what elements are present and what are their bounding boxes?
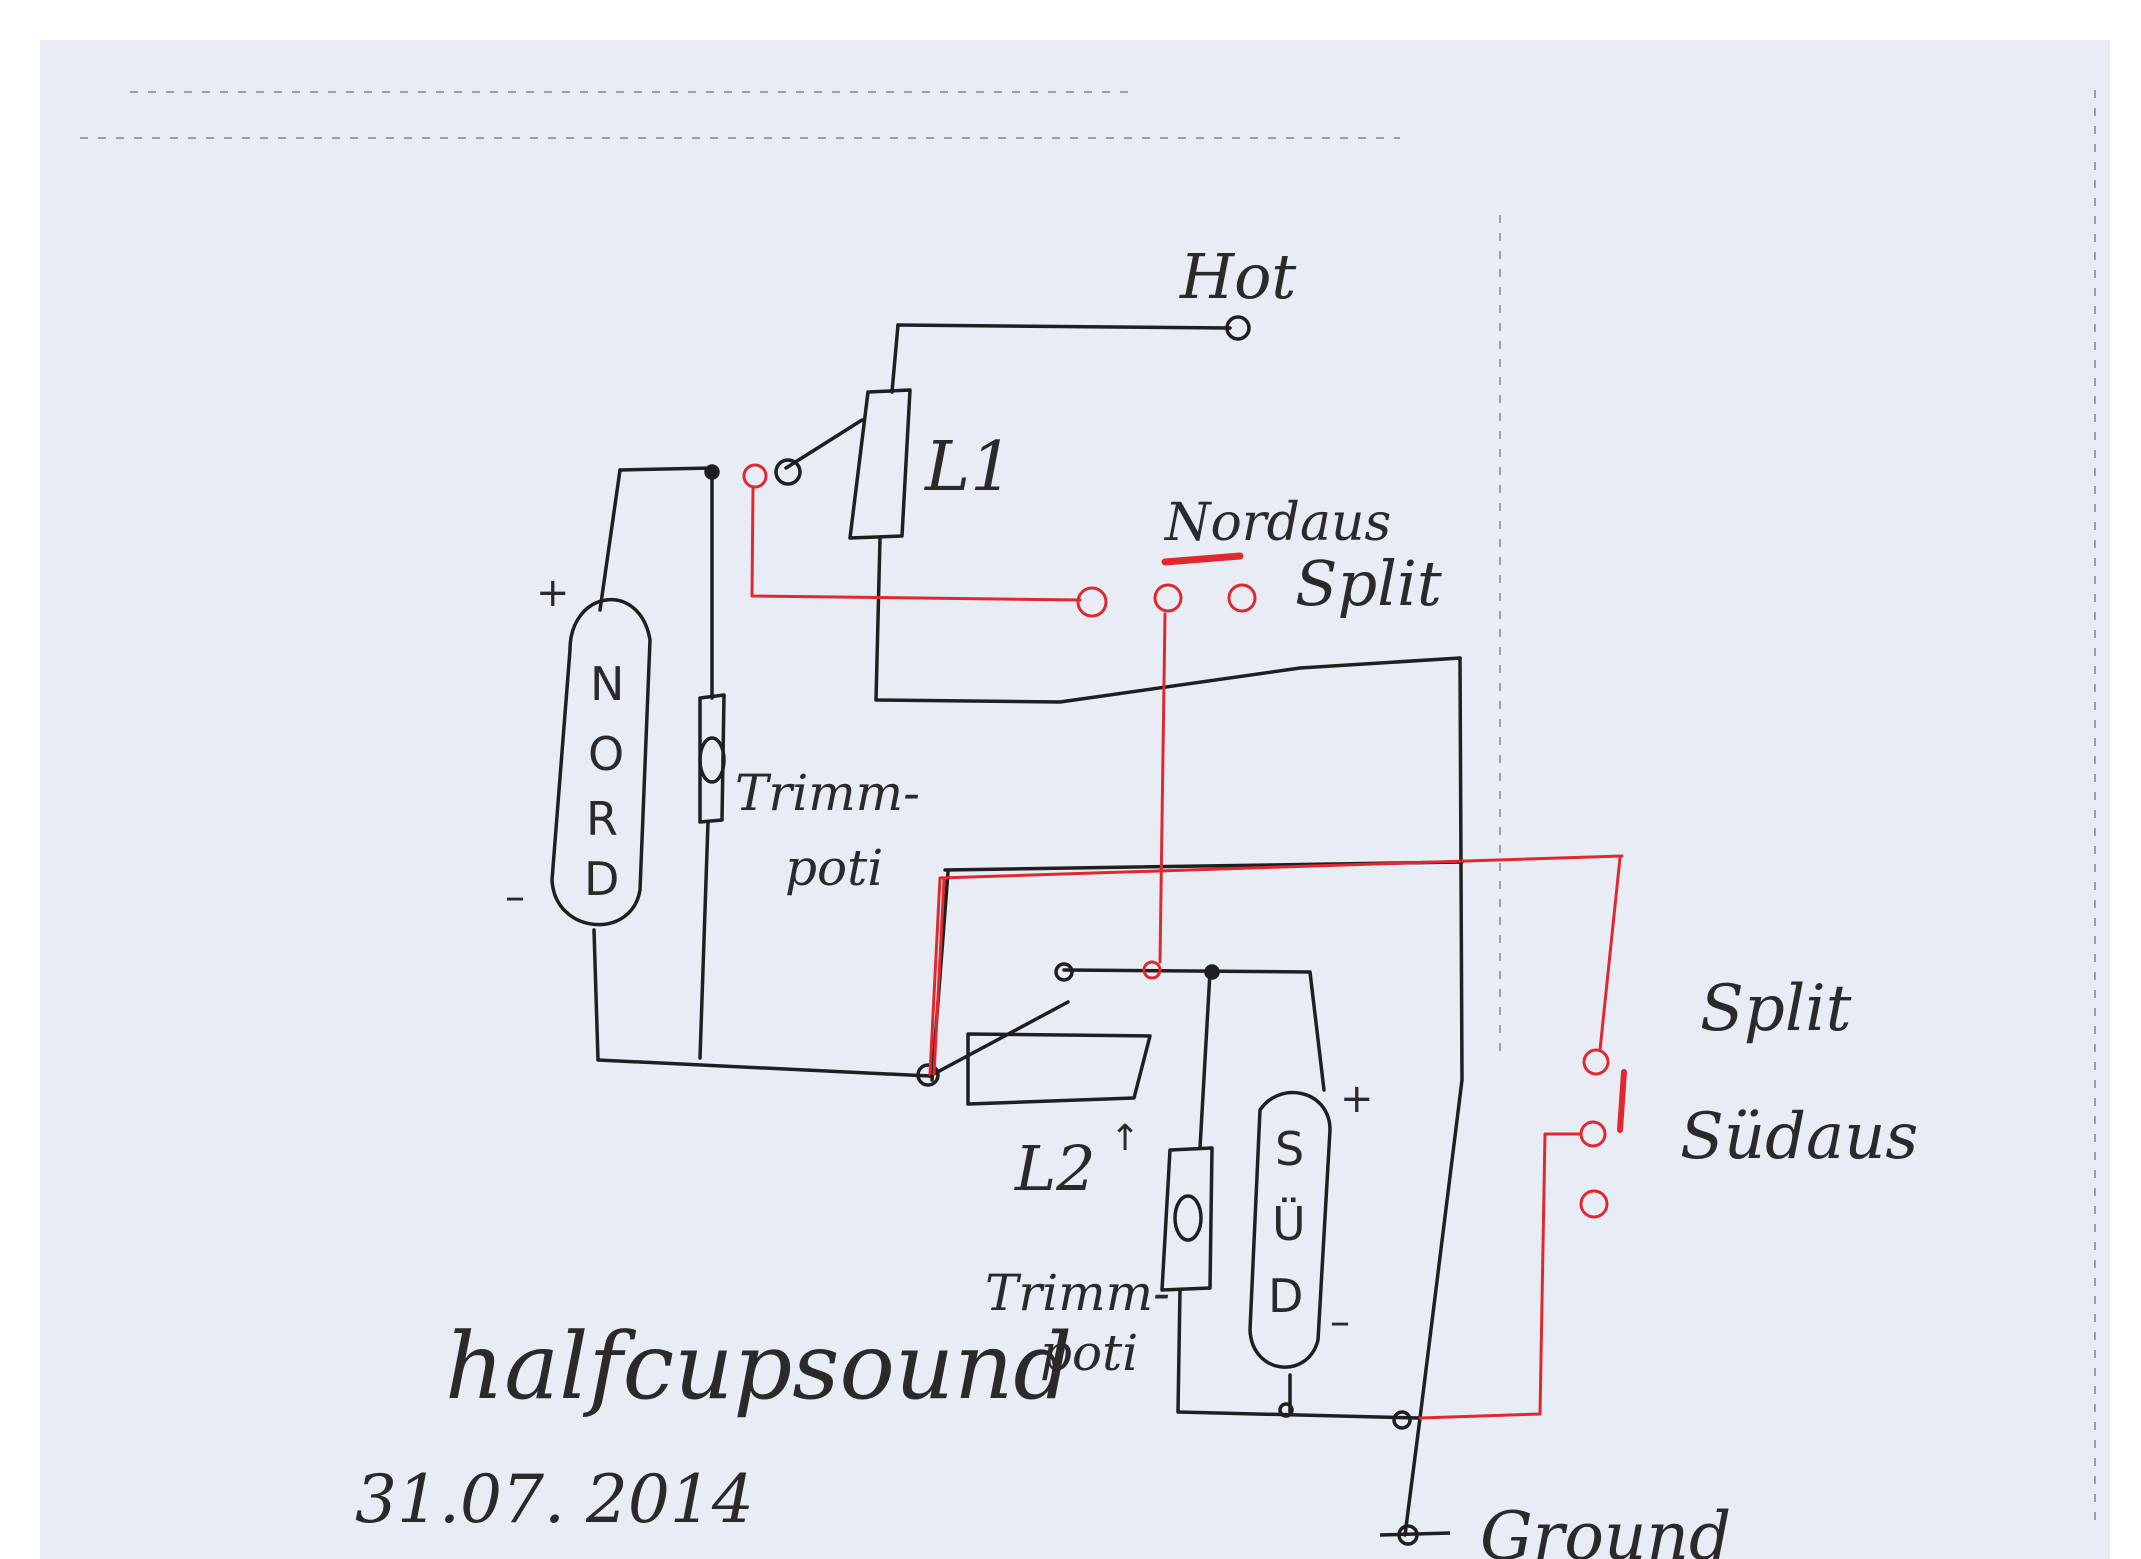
sud-letter-d: D (1268, 1269, 1303, 1323)
nord-ground-wire (592, 928, 932, 1078)
trimm-pot-2 (1160, 1146, 1214, 1292)
black-wires (550, 323, 1464, 1537)
scan-artifacts (80, 90, 2096, 1530)
trimm-pot-1 (698, 693, 726, 824)
paper-sheet (40, 40, 2110, 1559)
red-top-bus (938, 854, 1624, 880)
nordaus-switch-pin-2 (1153, 583, 1183, 613)
nord-plus: + (536, 570, 570, 616)
red-wire-nordaus (750, 486, 1082, 602)
label-l2: L2 (1014, 1132, 1096, 1205)
label-nordaus: Nordaus (1163, 493, 1391, 553)
black-terminals (704, 315, 1451, 1546)
red-wire-center (1158, 612, 1167, 964)
sud-pickup-outline (1248, 1090, 1332, 1369)
nord-minus: – (505, 874, 525, 920)
nordaus-switch-pin-3 (1227, 583, 1257, 613)
label-sudaus: Südaus (1680, 1100, 1918, 1174)
nord-letter-d: D (584, 852, 619, 906)
sud-minus: – (1330, 1299, 1350, 1345)
sud-switch-pin-3 (1579, 1189, 1609, 1219)
nord-letter-o: O (588, 727, 624, 781)
sud-letter-u: Ü (1272, 1197, 1306, 1251)
l2-arrow: ↑ (1110, 1118, 1140, 1159)
top-left-rail (618, 466, 714, 472)
nord-pickup-outline (550, 598, 652, 927)
diagram-title: halfcupsound (445, 1313, 1072, 1420)
l1-return-wire (874, 536, 1462, 704)
hot-wire (896, 323, 1232, 330)
sud-letter-s: S (1275, 1122, 1304, 1176)
label-hot: Hot (1179, 240, 1296, 313)
red-wire-split-sud (1598, 856, 1622, 1052)
label-trimm-2: Trimm- (985, 1264, 1170, 1322)
red-wires (742, 463, 1627, 1420)
ground-bus (1403, 656, 1464, 1537)
diagram-date: 31.07. 2014 (355, 1461, 754, 1538)
label-split-nord: Split (1295, 547, 1442, 620)
coil-l1 (848, 388, 912, 540)
red-wire-ground (1418, 1132, 1583, 1420)
sud-switch-pin-1 (1582, 1048, 1610, 1076)
nord-letter-r: R (586, 792, 618, 846)
hot-terminal (1225, 315, 1251, 341)
label-trimm-1: Trimm- (735, 764, 920, 822)
label-poti-1: poti (785, 839, 883, 897)
switch-lever-2 (928, 1000, 1070, 1078)
nordaus-switch-pin-1 (1076, 586, 1108, 618)
label-poti-2: poti (1040, 1324, 1138, 1382)
nordaus-switch-lever (1161, 552, 1244, 566)
switch-lever-1 (784, 418, 864, 470)
sud-plus: + (1340, 1076, 1374, 1122)
bottom-ground-rail (1176, 1288, 1420, 1420)
sud-top-wire (1062, 968, 1326, 1092)
label-ground: Ground (1480, 1498, 1731, 1559)
label-split-sud: Split (1700, 972, 1852, 1046)
coil-l2 (966, 1032, 1152, 1106)
label-l1: L1 (923, 428, 1013, 507)
red-node-top (742, 463, 768, 489)
nord-letter-n: N (590, 657, 624, 711)
